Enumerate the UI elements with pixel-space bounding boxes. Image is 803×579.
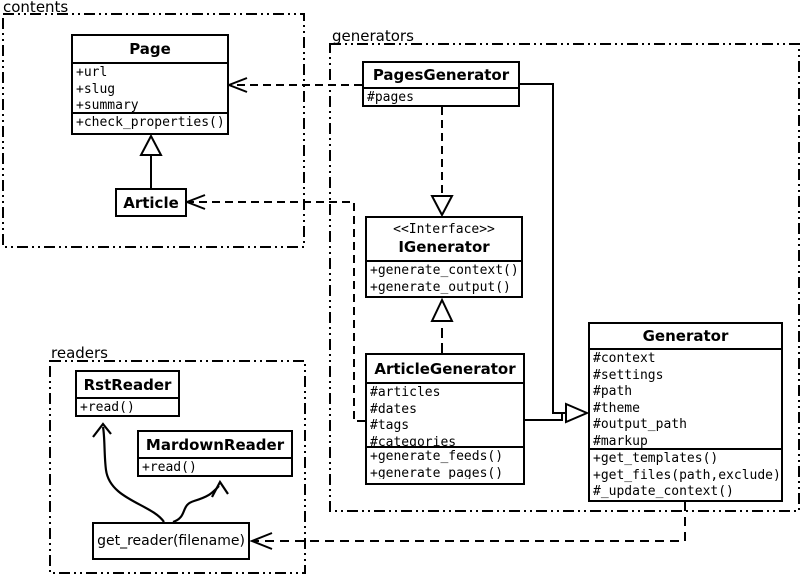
- attribute: #articles: [370, 385, 441, 400]
- attribute: #theme: [593, 400, 640, 416]
- attribute: #markup: [593, 433, 648, 449]
- package-label-contents: contents: [3, 0, 69, 16]
- class-pagesgenerator: PagesGenerator #pages: [362, 61, 520, 107]
- attribute: +summary: [76, 98, 139, 112]
- class-title-generator: Generator: [642, 327, 729, 345]
- generalization-line-articlegenerator-to-generator: [525, 412, 566, 421]
- class-title-article: Article: [123, 193, 179, 212]
- class-generator: Generator #context #settings #path #them…: [588, 322, 783, 502]
- package-frame-contents: [2, 13, 305, 248]
- method: #_update_context(): [593, 484, 734, 499]
- attributes-section-pagesgenerator: #pages: [364, 87, 518, 105]
- function-box-get-reader: get_reader(filename): [92, 522, 250, 560]
- arrow-curve-getreader-to-rstreader: [101, 426, 165, 523]
- method: +generate_output(): [370, 279, 511, 295]
- package-label-readers: readers: [51, 344, 108, 362]
- method: +generate_context(): [370, 263, 519, 278]
- attributes-section-generator: #context #settings #path #theme #output_…: [590, 348, 781, 448]
- open-arrowhead-at-rstreader: [92, 422, 112, 438]
- arrow-curve-getreader-to-mardownreader: [172, 485, 220, 524]
- method: +check_properties(): [76, 115, 225, 130]
- generalization-triangle-generator: [565, 402, 590, 424]
- class-title-rstreader: RstReader: [83, 375, 172, 394]
- generalization-line-pagesgenerator-to-generator: [520, 83, 566, 414]
- attributes-section-articlegenerator: #articles #dates #tags #categories: [367, 382, 523, 446]
- class-title-mardownreader: MardownReader: [145, 435, 285, 454]
- generalization-triangle-page: [139, 133, 163, 156]
- method: +read(): [142, 460, 197, 475]
- attribute: #tags: [370, 418, 410, 433]
- stereotype-interface: <<Interface>>: [393, 222, 495, 237]
- class-title-pagesgenerator: PagesGenerator: [372, 66, 510, 84]
- attribute: +slug: [76, 81, 116, 97]
- class-name-igenerator: IGenerator: [398, 238, 490, 256]
- attribute: #pages: [367, 90, 414, 105]
- class-articlegenerator: ArticleGenerator #articles #dates #tags …: [365, 353, 525, 485]
- dependency-line-generator-to-getreader: [254, 502, 686, 542]
- open-arrowhead-at-article: [184, 194, 206, 210]
- attribute: #context: [593, 351, 656, 366]
- methods-section-igenerator: +generate_context() +generate_output(): [367, 260, 521, 294]
- open-arrowhead-at-getreader: [249, 532, 273, 550]
- attribute: #dates: [370, 401, 417, 417]
- methods-section-generator: +get_templates() +get_files(path,exclude…: [590, 448, 781, 500]
- attributes-section-page: +url +slug +summary: [73, 62, 227, 112]
- class-mardownreader: MardownReader +read(): [137, 430, 293, 477]
- attribute: +url: [76, 65, 108, 80]
- dependency-line-articlegenerator-to-article: [189, 201, 365, 422]
- attribute: #categories: [370, 434, 457, 447]
- class-title-igenerator: <<Interface>> IGenerator: [367, 218, 521, 260]
- class-rstreader: RstReader +read(): [75, 370, 180, 417]
- class-title-articlegenerator: ArticleGenerator: [374, 359, 516, 378]
- open-arrowhead-at-page: [226, 77, 248, 93]
- class-title-page: Page: [129, 40, 171, 58]
- methods-section-rstreader: +read(): [77, 397, 178, 415]
- attribute: #output_path: [593, 417, 687, 432]
- realization-triangle-igenerator-top: [430, 195, 454, 218]
- methods-section-mardownreader: +read(): [139, 457, 291, 475]
- attribute: #settings: [593, 367, 664, 383]
- attribute: #path: [593, 384, 633, 399]
- method: +get_files(path,exclude): [593, 467, 781, 483]
- method: +get_templates(): [593, 451, 719, 466]
- package-label-generators: generators: [332, 27, 414, 45]
- method: +read(): [80, 400, 135, 415]
- class-igenerator: <<Interface>> IGenerator +generate_conte…: [365, 216, 523, 298]
- open-arrowhead-at-mardownreader: [211, 479, 229, 498]
- method: +generate_feeds(): [370, 449, 504, 464]
- package-frame-readers: [49, 360, 306, 574]
- realization-triangle-igenerator-bottom: [430, 297, 454, 322]
- methods-section-articlegenerator: +generate_feeds() +generate_pages(): [367, 446, 523, 479]
- method: +generate_pages(): [370, 465, 504, 480]
- class-page: Page +url +slug +summary +check_properti…: [71, 34, 229, 135]
- methods-section-page: +check_properties(): [73, 112, 227, 133]
- class-article: Article: [115, 188, 187, 217]
- package-frame-generators: [329, 43, 800, 512]
